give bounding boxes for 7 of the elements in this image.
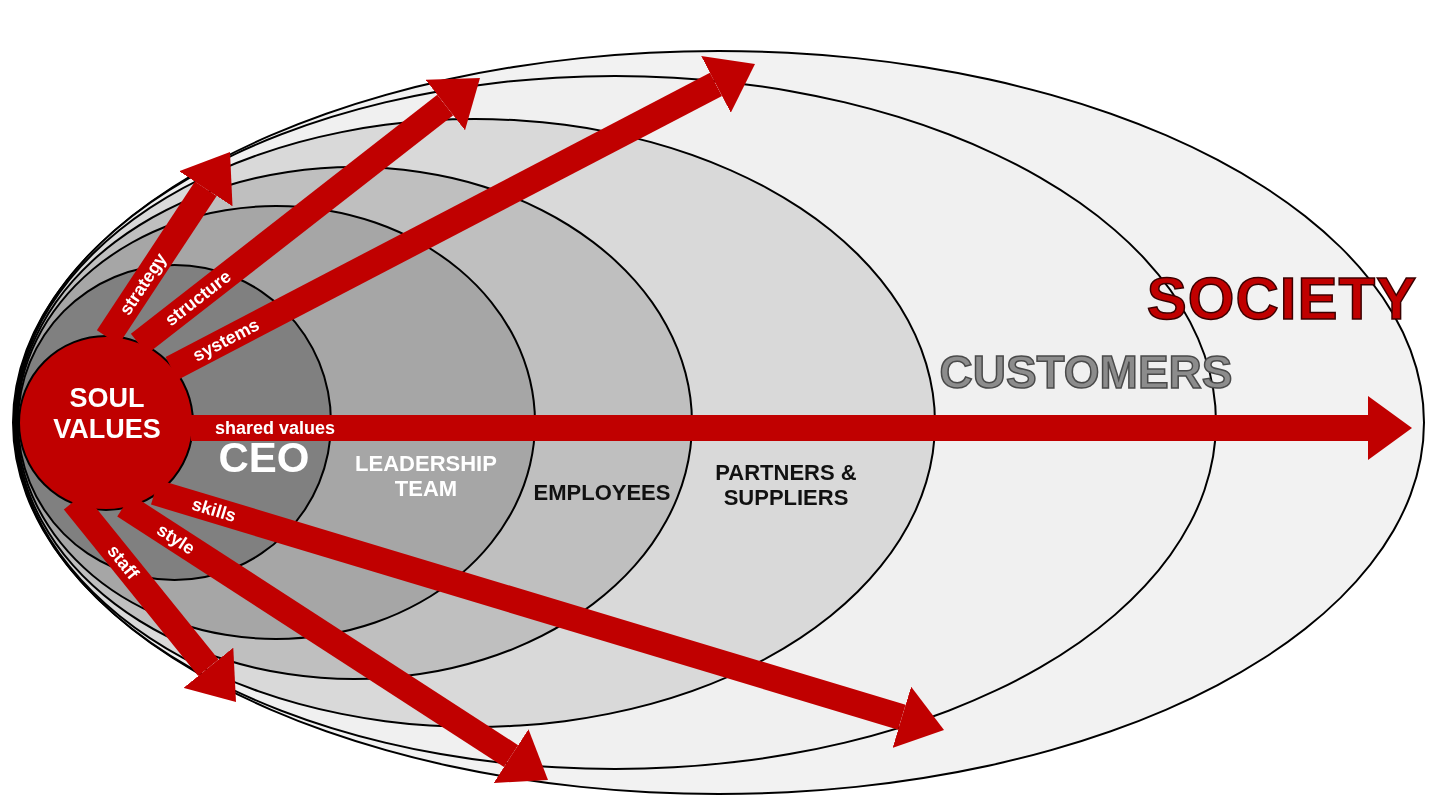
ring-label: SOUL VALUES: [52, 382, 162, 445]
arrow: [151, 479, 944, 748]
ring-label: PARTNERS & SUPPLIERS: [714, 459, 858, 511]
ring-label: EMPLOYEES: [532, 479, 672, 505]
ring-label: LEADERSHIP TEAM: [354, 451, 498, 502]
arrow: [190, 396, 1412, 460]
arrow: [165, 56, 755, 380]
